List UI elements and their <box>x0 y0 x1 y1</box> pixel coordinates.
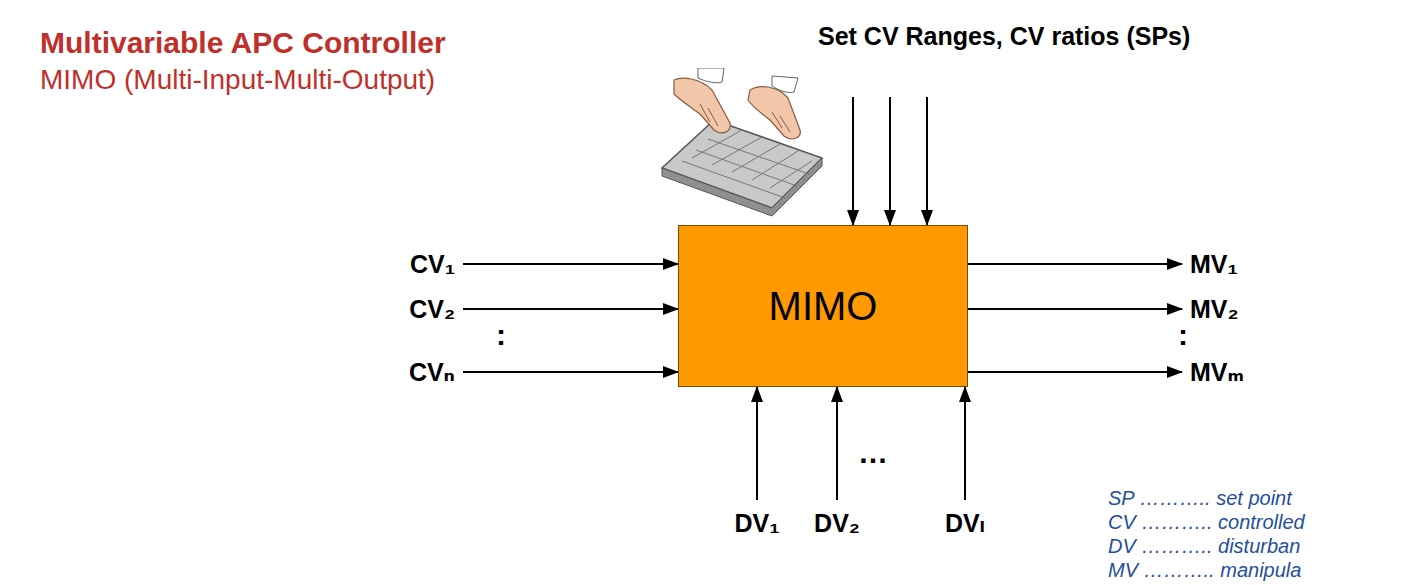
node-text: CV₂ <box>409 294 455 324</box>
node-text: DV₂ <box>814 508 860 538</box>
mv-signal: MVₘ <box>1190 357 1244 387</box>
node-text: MVₘ <box>1190 357 1244 387</box>
ellipsis-dots: … <box>858 436 888 470</box>
node-text: MV₂ <box>1190 294 1239 324</box>
signal-arrow <box>852 97 854 225</box>
signal-arrow <box>889 97 891 225</box>
signal-arrow <box>968 308 1182 310</box>
signal-arrow <box>964 387 966 500</box>
signal-arrow <box>756 387 758 500</box>
signal-arrow <box>926 97 928 225</box>
cv-signal: CV₁ <box>410 249 455 279</box>
dv-signal: DVₗ <box>945 508 985 538</box>
node-text: CV₁ <box>410 249 455 279</box>
diagram-title: Multivariable APC Controller <box>40 26 446 60</box>
ellipsis-dots: : <box>1178 318 1188 352</box>
cv-signal: CVₙ <box>409 357 455 387</box>
controller-box: MIMO <box>678 225 968 387</box>
dv-signal: DV₂ <box>814 508 860 538</box>
mv-signal: MV₂ <box>1190 294 1239 324</box>
dv-signal: DV₁ <box>734 508 779 538</box>
glossary-line: MV ……….. manipula <box>1108 559 1301 582</box>
node-text: DVₗ <box>945 508 985 538</box>
signal-arrow <box>968 263 1182 265</box>
keyboard-icon <box>652 68 827 218</box>
glossary-line: CV ……….. controlled <box>1108 511 1305 534</box>
node-text: CVₙ <box>409 357 455 387</box>
setpoint-label: Set CV Ranges, CV ratios (SPs) <box>818 22 1190 51</box>
glossary-line: DV ……….. disturban <box>1108 535 1300 558</box>
signal-arrow <box>463 263 678 265</box>
node-text: MV₁ <box>1190 249 1238 279</box>
cv-signal: CV₂ <box>409 294 455 324</box>
signal-arrow <box>968 371 1182 373</box>
node-text: DV₁ <box>734 508 779 538</box>
glossary-line: SP ……….. set point <box>1108 487 1292 510</box>
signal-arrow <box>463 308 678 310</box>
signal-arrow <box>836 387 838 500</box>
signal-arrow <box>463 371 678 373</box>
ellipsis-dots: : <box>496 318 506 352</box>
node-text: Set CV Ranges, CV ratios (SPs) <box>818 22 1190 51</box>
subtitle: MIMO (Multi-Input-Multi-Output) <box>40 64 435 96</box>
mv-signal: MV₁ <box>1190 249 1238 279</box>
node-text: MIMO <box>769 284 878 329</box>
